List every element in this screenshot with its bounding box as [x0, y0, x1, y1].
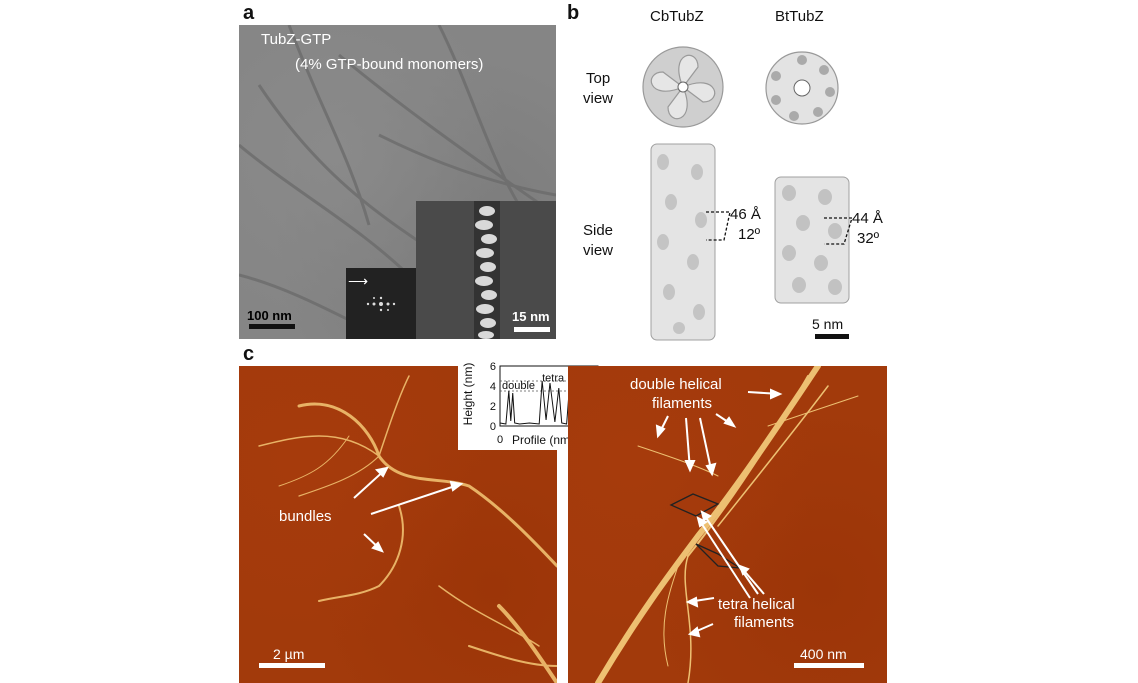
profile-xlabel: Profile (nm) — [512, 433, 575, 447]
panel-b-letter: b — [567, 2, 580, 24]
right-scalebar — [794, 663, 864, 668]
em-micrograph: TubZ-GTP (4% GTP-bound monomers) ⟶ 15 — [239, 25, 556, 339]
bttubz-side-view — [774, 176, 850, 304]
col-cbtubz: CbTubZ — [650, 8, 704, 25]
tetra-helical-label-2: filaments — [734, 614, 795, 631]
bttubz-helix-marker — [824, 217, 853, 245]
cb-angle-label: 12º — [738, 226, 761, 243]
col-bttubz: BtTubZ — [775, 8, 824, 25]
bt-angle-label: 32º — [857, 230, 880, 247]
y-tick-2: 4 — [490, 381, 496, 393]
panel-a-title: TubZ-GTP — [261, 31, 332, 48]
y-tick-3: 6 — [490, 361, 496, 373]
row-side-line2: view — [583, 242, 614, 259]
left-scalebar — [259, 663, 325, 668]
double-helical-label-1: double helical — [630, 376, 722, 393]
ylabel: Height (nm) — [461, 363, 475, 426]
bundles-arrows — [353, 466, 464, 553]
row-top-line1: Top — [586, 70, 611, 87]
filament-arrows — [655, 388, 783, 638]
panel-b-scalebar-label: 5 nm — [812, 316, 844, 332]
cbtubz-top-view — [642, 46, 724, 128]
afm-image-right: double helical filaments tetra helical f… — [568, 366, 887, 683]
panel-a-letter: a — [243, 2, 255, 24]
y-tick-1: 2 — [490, 401, 496, 413]
cb-pitch-label: 46 Å — [730, 206, 761, 223]
annotation-double: double — [502, 380, 535, 392]
cbtubz-helix-marker — [706, 211, 731, 241]
cbtubz-side-view — [650, 143, 716, 341]
main-scalebar — [249, 324, 295, 329]
x-tick-0: 0 — [497, 434, 503, 446]
main-scalebar-label: 100 nm — [247, 308, 292, 323]
fft-arrow-icon: ⟶ — [348, 273, 369, 289]
tetra-helical-label-1: tetra helical — [718, 596, 795, 613]
double-helical-label-2: filaments — [652, 395, 713, 412]
filament-inset: 15 nm — [416, 201, 556, 339]
row-side-line1: Side — [583, 222, 614, 239]
annotation-tetra: tetra — [542, 373, 565, 385]
right-scalebar-label: 400 nm — [800, 646, 847, 662]
inset-scalebar — [514, 327, 550, 332]
afm-left-fibers — [258, 375, 557, 683]
bttubz-top-view — [765, 51, 839, 125]
y-tick-0: 0 — [490, 421, 496, 433]
bundles-label: bundles — [279, 508, 332, 525]
panel-a-subtitle: (4% GTP-bound monomers) — [295, 56, 484, 73]
left-scalebar-label: 2 µm — [273, 646, 305, 662]
panel-c-letter: c — [243, 343, 255, 365]
bt-pitch-label: 44 Å — [852, 210, 883, 227]
fft-inset: ⟶ — [346, 268, 416, 339]
panel-b-scalebar — [815, 334, 849, 339]
row-top-line2: view — [583, 90, 614, 107]
inset-scalebar-label: 15 nm — [512, 309, 550, 324]
